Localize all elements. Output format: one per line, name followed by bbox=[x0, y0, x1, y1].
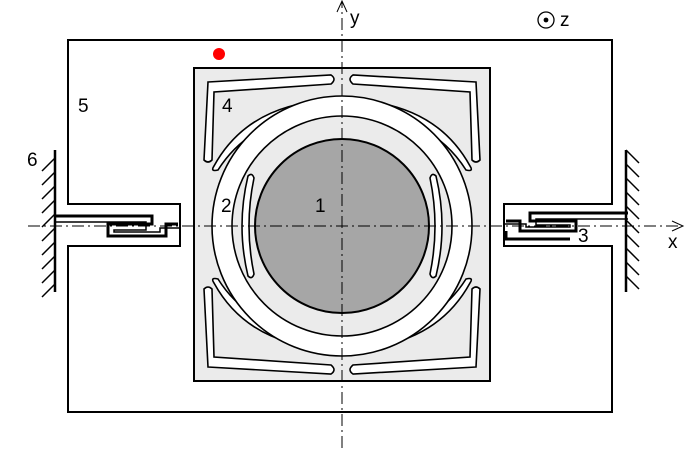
axis-label-z: z bbox=[560, 10, 570, 31]
x-axis bbox=[28, 220, 685, 232]
left-anchor bbox=[41, 150, 57, 298]
axis-label-y: y bbox=[350, 8, 360, 29]
part-label-6: 6 bbox=[27, 150, 38, 171]
z-axis-symbol bbox=[537, 11, 555, 29]
slot-top-right bbox=[349, 74, 481, 163]
part-label-5: 5 bbox=[78, 96, 89, 117]
slot-bottom-right bbox=[349, 286, 481, 375]
right-anchor bbox=[624, 149, 640, 292]
part-label-1: 1 bbox=[315, 196, 326, 217]
part-label-4: 4 bbox=[222, 96, 233, 117]
slot-top-left bbox=[203, 74, 335, 163]
part-label-2: 2 bbox=[221, 196, 232, 217]
part-label-3: 3 bbox=[578, 226, 589, 247]
marker-dot bbox=[213, 48, 225, 60]
axis-label-x: x bbox=[668, 232, 678, 253]
right-spring bbox=[504, 211, 628, 241]
slot-bottom-left bbox=[203, 286, 335, 375]
y-axis bbox=[336, 0, 348, 448]
corner-slots bbox=[203, 74, 481, 375]
